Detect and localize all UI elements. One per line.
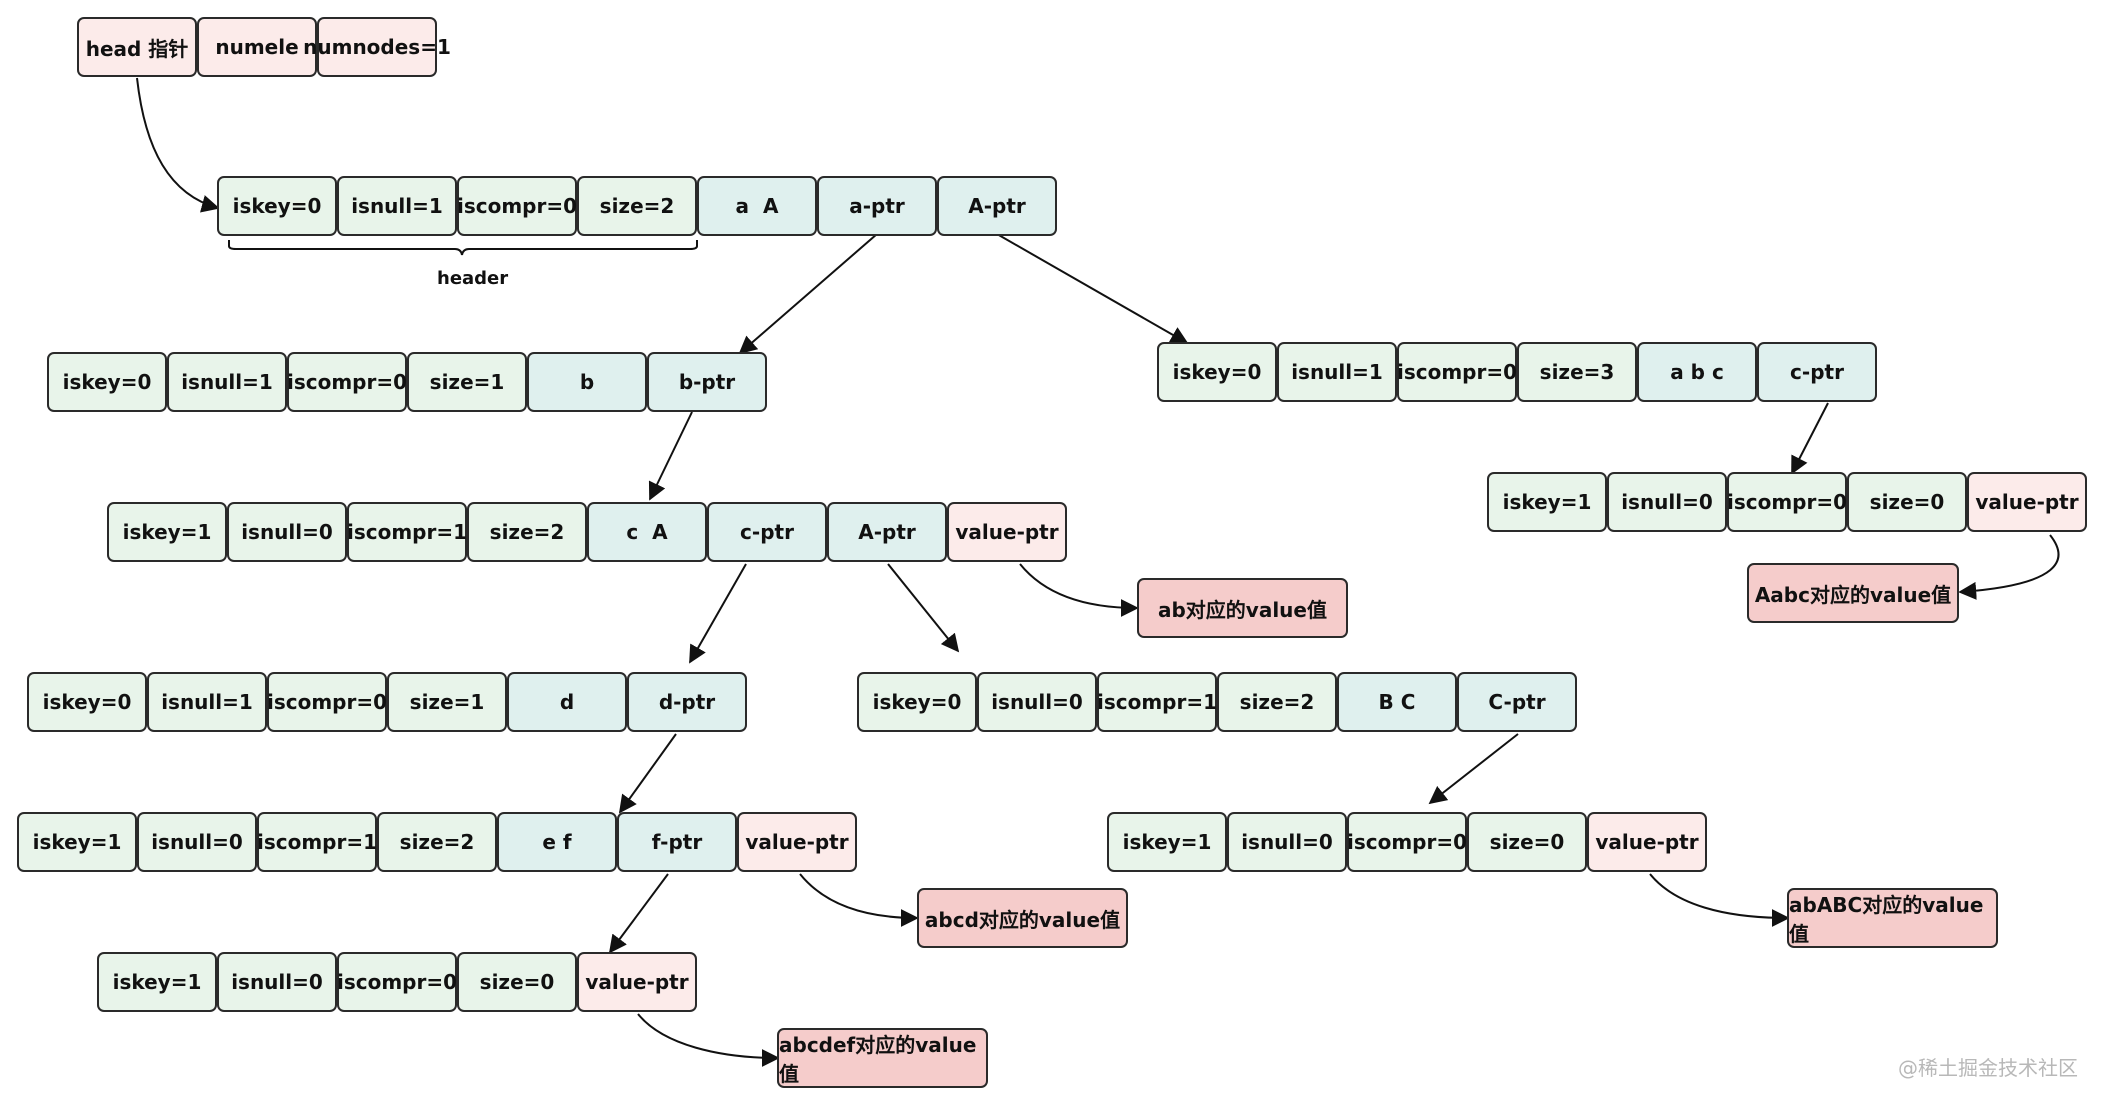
node-cA: iskey=1 isnull=0 iscompr=1 size=2 c A c-…: [107, 502, 1067, 562]
node-cell: iskey=0: [1157, 342, 1277, 402]
value-box-Aabc: Aabc对应的value值: [1747, 563, 1959, 623]
arrow-d-ptr-to-ef-node: [618, 733, 677, 814]
node-cell: size=2: [577, 176, 697, 236]
node-cell: size=2: [467, 502, 587, 562]
node-cell: value-ptr: [737, 812, 857, 872]
header-label: header: [437, 268, 509, 289]
node-cell: value-ptr: [1967, 472, 2087, 532]
node-cell: iskey=1: [97, 952, 217, 1012]
arrow-b-ptr-to-cA-node: [648, 411, 693, 501]
value-box-ab: ab对应的value值: [1137, 578, 1348, 638]
node-cell: size=2: [377, 812, 497, 872]
arrow-cA-A-ptr-to-BC-node: [887, 563, 960, 653]
node-cell: f-ptr: [617, 812, 737, 872]
node-cell: b-ptr: [647, 352, 767, 412]
arrow-cA-c-ptr-to-d-node: [689, 563, 747, 664]
node-cell: isnull=0: [137, 812, 257, 872]
node-cell: e f: [497, 812, 617, 872]
node-cell: iskey=0: [47, 352, 167, 412]
node-cell: iscompr=0: [1727, 472, 1847, 532]
node-cell: iscompr=0: [267, 672, 387, 732]
numele-cell: numele: [197, 17, 317, 77]
node-cell: value-ptr: [1587, 812, 1707, 872]
node-cell: iskey=1: [17, 812, 137, 872]
arrow-f-leaf-value-to-abcdef-value: [637, 1013, 780, 1067]
node-cell: isnull=1: [147, 672, 267, 732]
arrow-leaf-to-Aabc-value: [1958, 534, 2060, 600]
header-brace: [228, 240, 698, 256]
node-cell: iscompr=1: [1097, 672, 1217, 732]
arrow-BC-leaf-value-to-abABC-value: [1649, 873, 1790, 927]
leaf-Aabc: iskey=1 isnull=0 iscompr=0 size=0 value-…: [1487, 472, 2087, 532]
node-cell: c A: [587, 502, 707, 562]
node-cell: A-ptr: [827, 502, 947, 562]
node-cell: c-ptr: [707, 502, 827, 562]
node-cell: isnull=1: [167, 352, 287, 412]
node-cell: size=3: [1517, 342, 1637, 402]
arrow-cA-value-to-ab-value: [1019, 563, 1139, 617]
node-cell: iscompr=1: [257, 812, 377, 872]
leaf-abABC: iskey=1 isnull=0 iscompr=0 size=0 value-…: [1107, 812, 1707, 872]
node-cell: iskey=1: [1107, 812, 1227, 872]
node-cell: isnull=0: [1607, 472, 1727, 532]
node-cell: d-ptr: [627, 672, 747, 732]
node-cell: A-ptr: [937, 176, 1057, 236]
root-node: iskey=0 isnull=1 iscompr=0 size=2 a A a-…: [217, 176, 1057, 236]
node-BC: iskey=0 isnull=0 iscompr=1 size=2 B C C-…: [857, 672, 1577, 732]
node-abc: iskey=0 isnull=1 iscompr=0 size=3 a b c …: [1157, 342, 1877, 402]
numnodes-cell: numnodes=1: [303, 17, 451, 77]
node-cell: iskey=0: [857, 672, 977, 732]
arrow-ef-value-to-abcd-value: [799, 873, 919, 927]
node-cell: isnull=1: [337, 176, 457, 236]
node-cell: iscompr=1: [347, 502, 467, 562]
arrow-abc-c-ptr-to-leaf: [1791, 402, 1829, 475]
list-header-row: head 指针 numele numnodes=1: [77, 17, 451, 77]
node-cell: value-ptr: [577, 952, 697, 1012]
node-cell: iskey=1: [1487, 472, 1607, 532]
arrow-head-to-root: [136, 77, 220, 213]
value-box-abABC: abABC对应的value值: [1787, 888, 1998, 948]
node-cell: size=1: [407, 352, 527, 412]
node-cell: isnull=0: [1227, 812, 1347, 872]
node-cell: iscompr=0: [1347, 812, 1467, 872]
node-cell: C-ptr: [1457, 672, 1577, 732]
node-b: iskey=0 isnull=1 iscompr=0 size=1 b b-pt…: [47, 352, 767, 412]
node-cell: isnull=0: [217, 952, 337, 1012]
node-cell: b: [527, 352, 647, 412]
node-cell: iscompr=0: [337, 952, 457, 1012]
node-cell: d: [507, 672, 627, 732]
node-cell: iskey=0: [217, 176, 337, 236]
head-pointer-cell: head 指针: [77, 17, 197, 77]
node-cell: B C: [1337, 672, 1457, 732]
value-box-abcdef: abcdef对应的value值: [777, 1028, 988, 1088]
node-cell: iscompr=0: [287, 352, 407, 412]
node-cell: size=1: [387, 672, 507, 732]
node-cell: a-ptr: [817, 176, 937, 236]
node-cell: size=0: [1467, 812, 1587, 872]
node-cell: isnull=1: [1277, 342, 1397, 402]
node-ef: iskey=1 isnull=0 iscompr=1 size=2 e f f-…: [17, 812, 857, 872]
arrow-C-ptr-to-leaf: [1428, 733, 1519, 805]
node-cell: size=2: [1217, 672, 1337, 732]
value-box-abcd: abcd对应的value值: [917, 888, 1128, 948]
leaf-abcdef: iskey=1 isnull=0 iscompr=0 size=0 value-…: [97, 952, 697, 1012]
node-d: iskey=0 isnull=1 iscompr=0 size=1 d d-pt…: [27, 672, 747, 732]
node-cell: a A: [697, 176, 817, 236]
node-cell: iscompr=0: [1397, 342, 1517, 402]
node-cell: isnull=0: [977, 672, 1097, 732]
arrow-A-ptr-to-abc-node: [996, 233, 1189, 344]
node-cell: iskey=0: [27, 672, 147, 732]
node-cell: c-ptr: [1757, 342, 1877, 402]
node-cell: size=0: [1847, 472, 1967, 532]
node-cell: value-ptr: [947, 502, 1067, 562]
node-cell: iskey=1: [107, 502, 227, 562]
arrow-a-ptr-to-b-node: [738, 233, 878, 355]
node-cell: a b c: [1637, 342, 1757, 402]
node-cell: size=0: [457, 952, 577, 1012]
node-cell: iscompr=0: [457, 176, 577, 236]
arrow-f-ptr-to-leaf: [608, 873, 669, 954]
node-cell: isnull=0: [227, 502, 347, 562]
watermark: @稀土掘金技术社区: [1898, 1056, 2078, 1080]
